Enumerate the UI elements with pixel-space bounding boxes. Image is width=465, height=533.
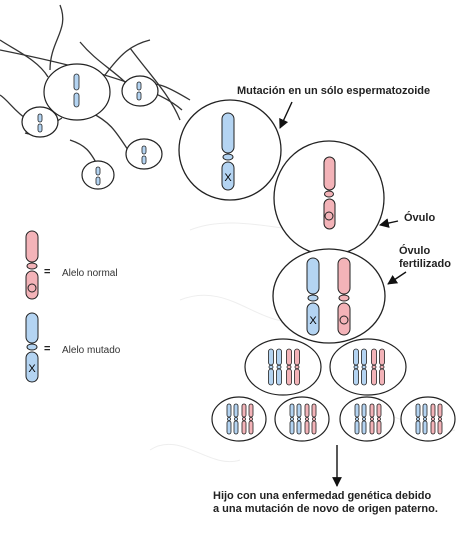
chromosome <box>369 403 375 435</box>
chromosome <box>296 403 302 435</box>
cell <box>274 396 330 442</box>
chromosome <box>311 403 317 435</box>
chromosome <box>226 403 232 435</box>
legend-mutated-label: Alelo mutado <box>62 345 121 356</box>
chromosome <box>248 403 254 435</box>
legend-normal-label: Alelo normal <box>62 268 118 279</box>
ovum-label: Óvulo <box>404 212 436 224</box>
chromosome <box>430 403 436 435</box>
chromosome <box>294 348 300 386</box>
mutated-chromosome <box>221 112 235 191</box>
chromosome <box>361 348 367 386</box>
legend-equals-mutated: = <box>44 343 51 355</box>
chromosome <box>353 348 359 386</box>
small-sperm-cells <box>21 63 163 190</box>
chromosome <box>241 403 247 435</box>
chromosome <box>361 403 367 435</box>
legend-mutated-mark: X <box>28 363 36 375</box>
cell <box>339 396 395 442</box>
legend-equals-normal: = <box>44 266 51 278</box>
chromosome <box>354 403 360 435</box>
arrow-to-fertilized-ovum <box>387 271 407 285</box>
fertilized-ovum-label-line2: fertilizado <box>399 258 451 270</box>
arrow-to-mutated-sperm <box>279 101 293 129</box>
ovum-chromosome <box>323 156 336 230</box>
chromosome <box>371 348 377 386</box>
result-label-line1: Hijo con una enfermedad genética debido <box>213 490 432 502</box>
chromosome <box>437 403 443 435</box>
fertilized-ovum-cell <box>272 248 386 344</box>
mutated-allele-mark: X <box>224 172 232 184</box>
normal-allele-mark <box>324 211 334 221</box>
legend-mutated-chromosome <box>25 312 39 383</box>
fertilized-chromosome-blue <box>306 257 320 336</box>
mutation-label: Mutación en un sólo espermatozoide <box>237 85 431 97</box>
cell <box>329 338 407 396</box>
chromosome <box>422 403 428 435</box>
normal-allele-mark <box>339 315 349 325</box>
cell <box>211 396 267 442</box>
cell <box>244 338 322 396</box>
chromosome <box>415 403 421 435</box>
arrow-to-ovum <box>379 218 399 228</box>
small-sperm-chromosomes <box>37 73 147 186</box>
chromosome <box>233 403 239 435</box>
chromosome <box>286 348 292 386</box>
chromosome <box>379 348 385 386</box>
legend-normal-mark <box>27 283 37 293</box>
chromosome <box>268 348 274 386</box>
mutated-allele-mark: X <box>309 315 317 327</box>
cell <box>400 396 456 442</box>
chromosome <box>376 403 382 435</box>
two-cell-chromosomes <box>268 348 385 386</box>
chromosome <box>304 403 310 435</box>
result-label-line2: a una mutación de novo de origen paterno… <box>213 503 438 515</box>
two-cell-stage <box>244 338 407 396</box>
fertilized-ovum-label-line1: Óvulo <box>399 245 431 257</box>
four-cell-chromosomes <box>226 403 443 435</box>
fertilized-chromosome-pink <box>337 257 351 336</box>
legend-normal-chromosome <box>25 230 39 300</box>
chromosome <box>289 403 295 435</box>
chromosome <box>276 348 282 386</box>
sperm-cell <box>43 63 111 121</box>
sperm-cell <box>121 75 159 107</box>
